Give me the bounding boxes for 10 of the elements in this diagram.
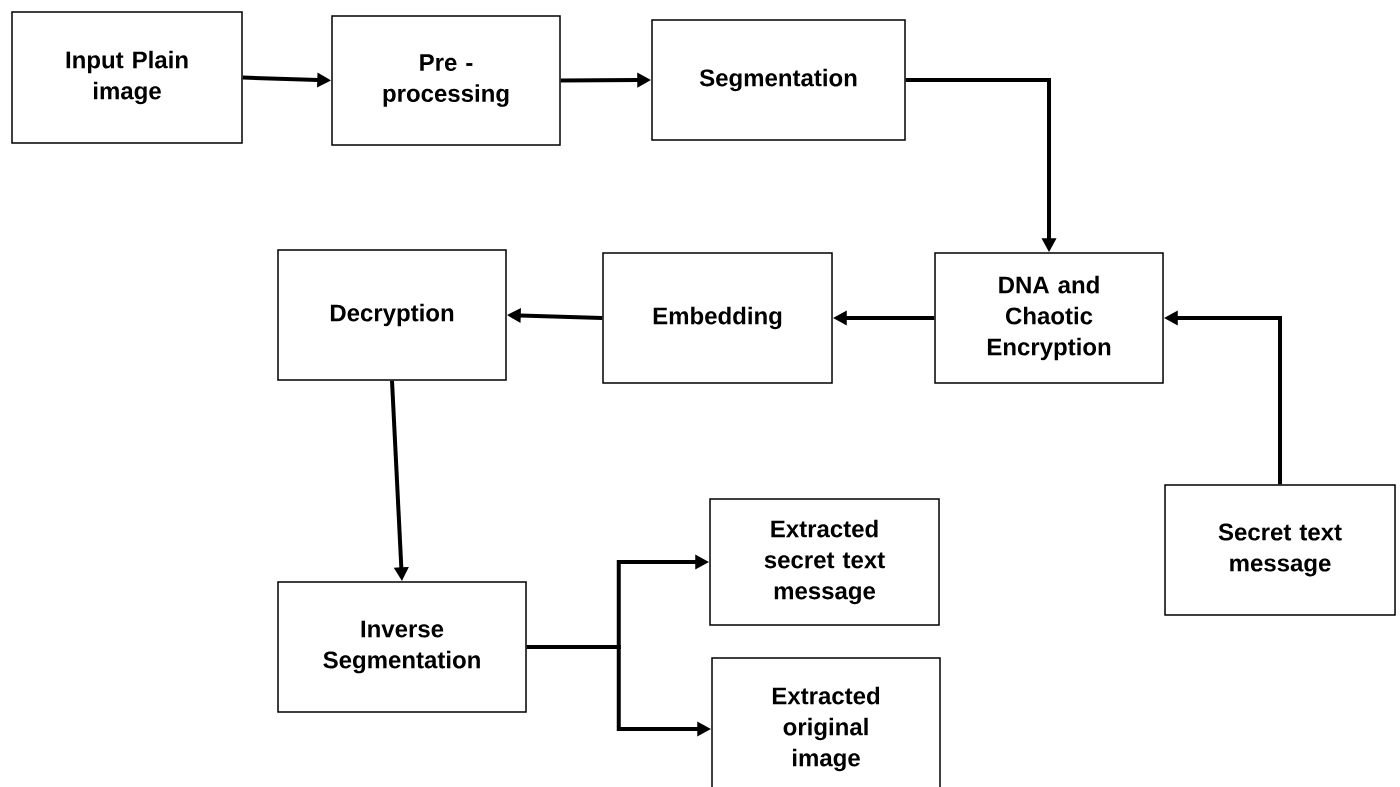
process-box: Extracted original image: [711, 657, 941, 787]
process-box: Inverse Segmentation: [277, 581, 527, 713]
process-box: Embedding: [602, 252, 833, 384]
process-box: Segmentation: [651, 19, 906, 141]
process-box: Secret text message: [1164, 484, 1396, 616]
process-box: Extracted secret text message: [709, 498, 940, 626]
process-box: Input Plain image: [11, 11, 243, 144]
process-box: Decryption: [277, 249, 507, 381]
process-box: DNA and Chaotic Encryption: [934, 252, 1164, 384]
process-box: Pre - processing: [331, 15, 561, 146]
